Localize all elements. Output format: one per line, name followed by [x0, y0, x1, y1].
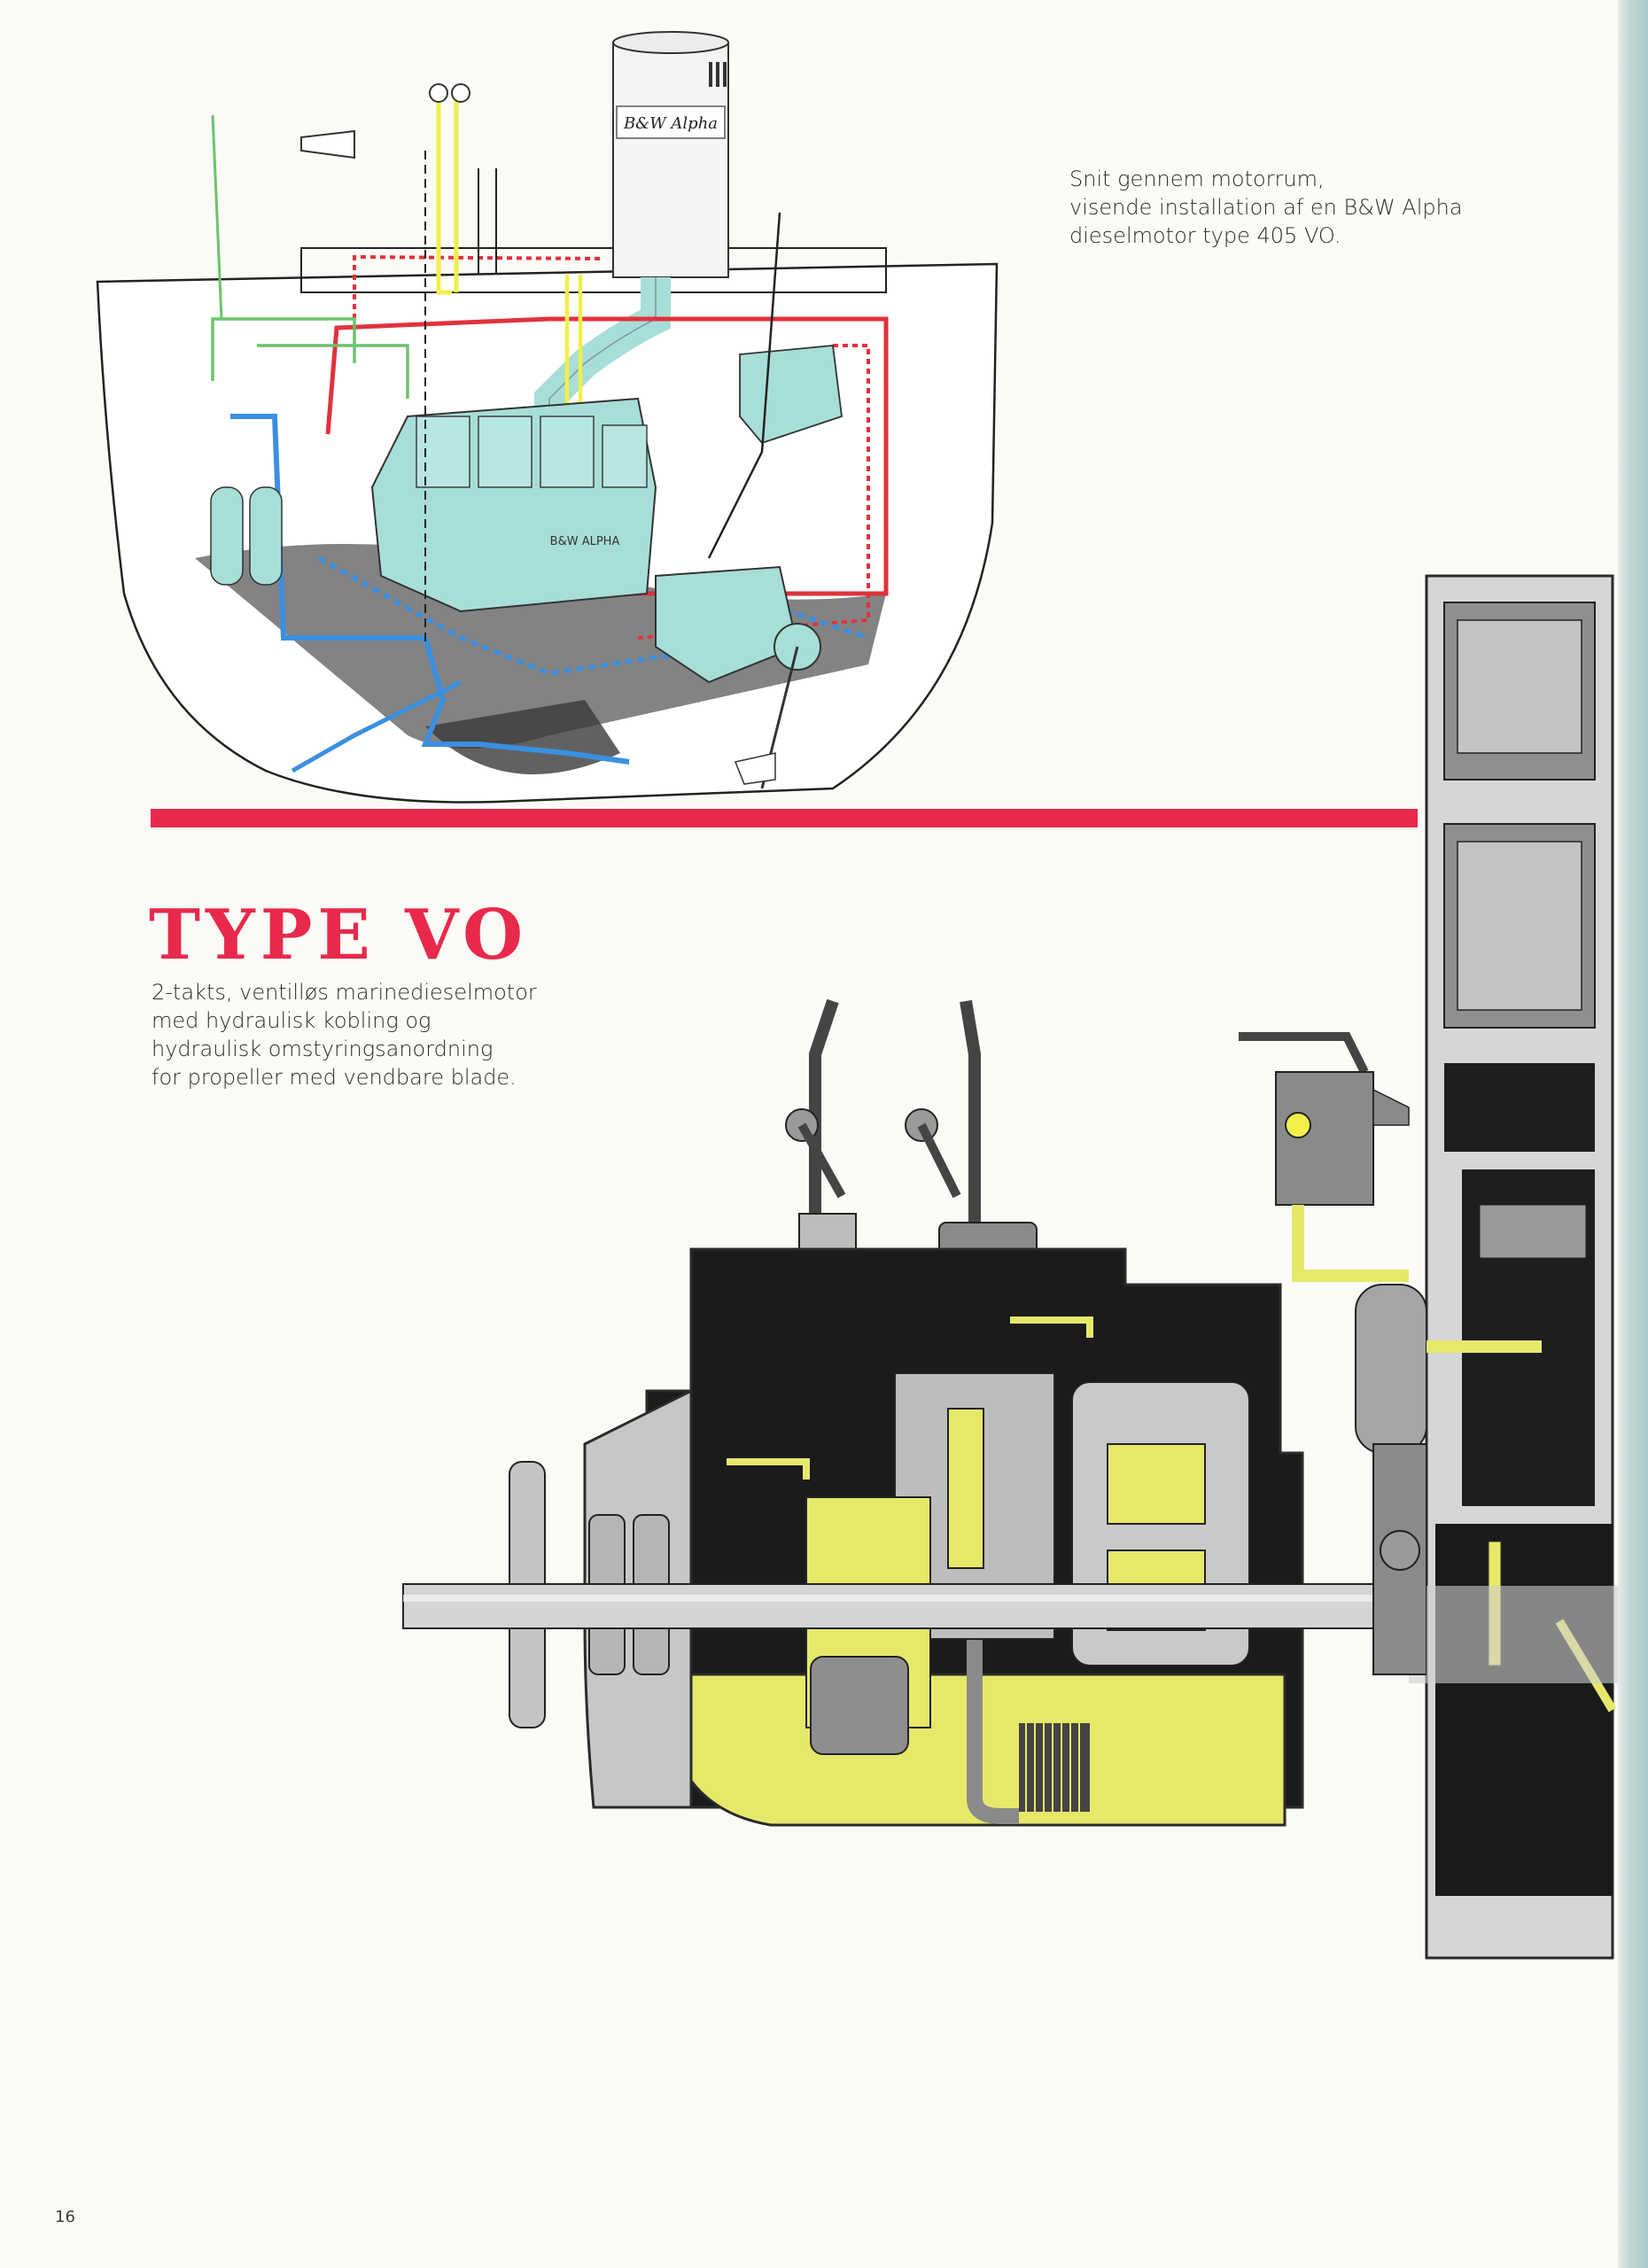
- description-line: for propeller med vendbare blade.: [152, 1065, 517, 1090]
- section-heading: TYPE VO: [149, 895, 529, 975]
- section-divider: [151, 809, 1418, 827]
- section-description: 2-takts, ventilløs marinedieselmotor med…: [152, 978, 577, 1091]
- caption-line: dieselmotor type 405 VO.: [1069, 223, 1341, 248]
- valve-block-illustration: [1239, 1032, 1410, 1282]
- description-line: med hydraulisk kobling og: [152, 1008, 431, 1033]
- caption-line: visende installation af en B&W Alpha: [1069, 195, 1463, 220]
- silencer-label: B&W Alpha: [623, 114, 718, 133]
- engine-label: B&W ALPHA: [550, 535, 620, 548]
- description-line: hydraulisk omstyringsanordning: [152, 1037, 494, 1061]
- page-number: 16: [55, 2208, 75, 2226]
- caption-line: Snit gennem motorrum,: [1069, 167, 1325, 191]
- engine-room-illustration: B&W Alpha B&W ALPHA: [96, 31, 999, 804]
- coupling-cross-section-illustration: [402, 998, 1426, 1827]
- page-edge-strip: [1618, 0, 1648, 2268]
- engine-cross-section-illustration: [1409, 574, 1618, 1960]
- description-line: 2-takts, ventilløs marinedieselmotor: [152, 980, 537, 1005]
- illustration-caption: Snit gennem motorrum, visende installati…: [1069, 165, 1530, 250]
